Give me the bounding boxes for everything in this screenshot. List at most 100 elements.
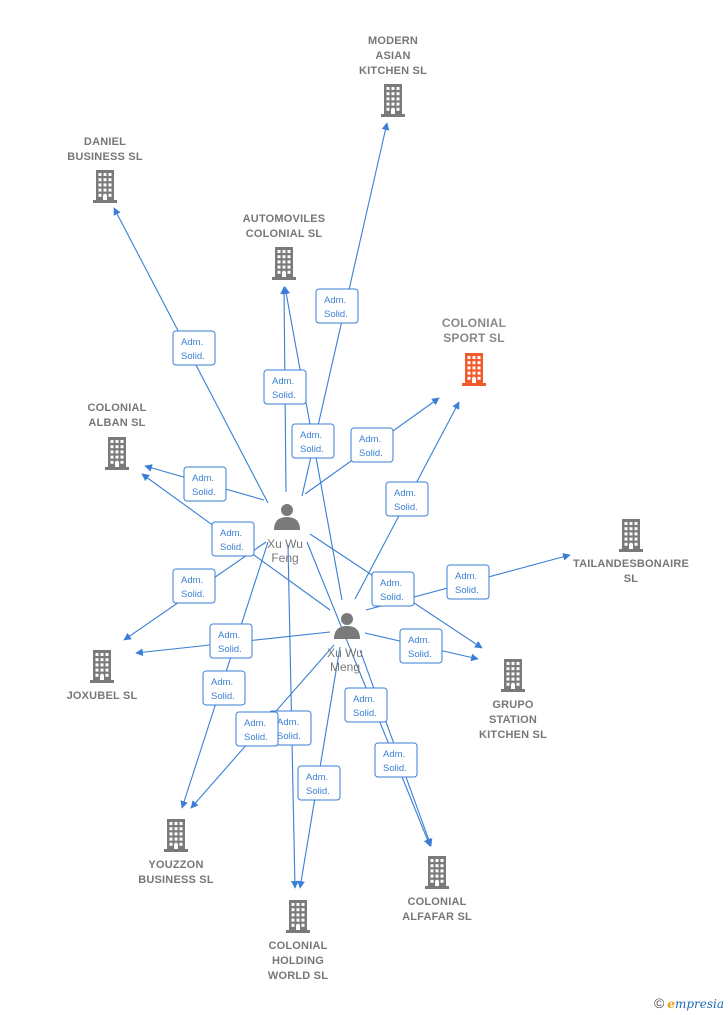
person-label: Meng <box>330 660 360 674</box>
building-icon <box>105 437 129 470</box>
edge-label-box <box>350 427 394 463</box>
edge-label-meng-to-alban[interactable]: Adm.Solid. <box>211 521 255 557</box>
edge-label-meng-to-tailandes[interactable]: Adm.Solid. <box>446 564 490 600</box>
empresia-brand: ©empresia <box>654 995 724 1011</box>
edge-label-text: Solid. <box>306 786 330 797</box>
company-label: GRUPO <box>492 699 534 711</box>
company-label: SPORT SL <box>443 331 505 345</box>
edge-label-text: Adm. <box>394 488 416 499</box>
highlight-building-icon <box>462 353 486 386</box>
edge-label-text: Adm. <box>211 677 233 688</box>
company-label: SL <box>624 573 639 585</box>
edge-label-text: Adm. <box>192 473 214 484</box>
edge-label-meng-to-grupo[interactable]: Adm.Solid. <box>399 628 443 664</box>
edge-labels-layer: Adm. Solid. Adm. Solid. Adm. Solid. Adm. Solid.… <box>172 288 490 801</box>
building-icon <box>164 819 188 852</box>
edge-label-feng-to-modern[interactable]: Adm.Solid. <box>315 288 359 324</box>
company-joxubel[interactable]: JOXUBEL SL <box>67 650 138 702</box>
company-label: COLONIAL <box>87 402 146 414</box>
building-icon <box>93 170 117 203</box>
edge-label-text: Solid. <box>383 763 407 774</box>
edge-label-text: Solid. <box>300 444 324 455</box>
edge-label-text: Adm. <box>380 578 402 589</box>
edge-label-feng-to-daniel[interactable]: Adm. Solid. <box>172 330 216 366</box>
building-icon <box>90 650 114 683</box>
edge-label-feng-to-joxubel[interactable]: Adm.Solid. <box>172 568 216 604</box>
edge-label-box <box>344 687 388 723</box>
edge-label-box <box>209 623 253 659</box>
edge-label-text: Solid. <box>181 589 205 600</box>
building-icon <box>425 856 449 889</box>
edge-label-meng-to-automoviles[interactable]: Adm. Solid. <box>291 423 335 459</box>
edge-label-text: Solid. <box>359 448 383 459</box>
building-icon <box>272 247 296 280</box>
edge-label-text: Solid. <box>181 351 205 362</box>
copyright-symbol: © <box>653 995 665 1011</box>
edge-label-meng-to-joxubel[interactable]: Adm. Solid. <box>209 623 253 659</box>
company-label: KITCHEN SL <box>479 729 547 741</box>
edge-label-box <box>446 564 490 600</box>
edge-label-text: Solid. <box>218 644 242 655</box>
company-label: YOUZZON <box>148 859 203 871</box>
edge-label-box <box>263 369 307 405</box>
edge-label-meng-to-colonialsport[interactable]: Adm. Solid. <box>385 481 429 517</box>
edge-label-text: Solid. <box>192 487 216 498</box>
edge-label-box <box>211 521 255 557</box>
edge-label-text: Adm. <box>218 630 240 641</box>
person-label: Xu Wu <box>267 537 303 551</box>
edge-label-text: Solid. <box>244 732 268 743</box>
edge-label-text: Adm. <box>181 337 203 348</box>
company-alfafar[interactable]: COLONIAL ALFAFAR SL <box>402 856 472 923</box>
edge-label-meng-to-youzzon[interactable]: Adm. Solid. <box>235 711 279 747</box>
company-alban[interactable]: COLONIAL ALBAN SL <box>87 402 146 470</box>
edge-label-feng-to-youzzon[interactable]: Adm.Solid. <box>202 670 246 706</box>
edge-label-box <box>374 742 418 778</box>
edge-label-text: Solid. <box>394 502 418 513</box>
edge-label-feng-to-alfafar[interactable]: Adm.Solid. <box>344 687 388 723</box>
edge-label-meng-to-alfafar[interactable]: Adm.Solid. <box>374 742 418 778</box>
edge-label-text: Adm. <box>300 430 322 441</box>
company-label: ALBAN SL <box>88 417 145 429</box>
edge-label-text: Adm. <box>353 694 375 705</box>
edge-label-box <box>202 670 246 706</box>
edge-label-box <box>291 423 335 459</box>
brand-logo-text: mpresia <box>674 997 724 1011</box>
edge-label-text: Adm. <box>277 717 299 728</box>
company-label: MODERN <box>368 35 418 47</box>
edge-label-box <box>235 711 279 747</box>
person-icon <box>274 504 300 530</box>
building-icon <box>619 519 643 552</box>
edge-label-text: Adm. <box>244 718 266 729</box>
company-label: DANIEL <box>84 136 126 148</box>
edge-label-meng-to-holding[interactable]: Adm.Solid. <box>297 765 341 801</box>
edge-label-text: Solid. <box>380 592 404 603</box>
building-icon <box>286 900 310 933</box>
edge-label-feng-to-alban[interactable]: Adm. Solid. <box>183 466 227 502</box>
edge-label-text: Solid. <box>455 585 479 596</box>
edge-label-feng-to-colonialsport[interactable]: Adm.Solid. <box>350 427 394 463</box>
building-icon <box>501 659 525 692</box>
edges-layer <box>113 122 571 889</box>
company-label: ALFAFAR SL <box>402 911 472 923</box>
person-icon <box>334 613 360 639</box>
edge-label-feng-to-grupo[interactable]: Adm. Solid. <box>371 571 415 607</box>
person-label: Feng <box>271 551 298 565</box>
company-label: COLONIAL <box>268 940 327 952</box>
edge-label-feng-to-automoviles[interactable]: Adm.Solid. <box>263 369 307 405</box>
edge-label-text: Adm. <box>324 295 346 306</box>
edge-label-text: Adm. <box>220 528 242 539</box>
edge-label-text: Solid. <box>408 649 432 660</box>
company-label: AUTOMOVILES <box>243 213 326 225</box>
company-label: COLONIAL <box>407 896 466 908</box>
